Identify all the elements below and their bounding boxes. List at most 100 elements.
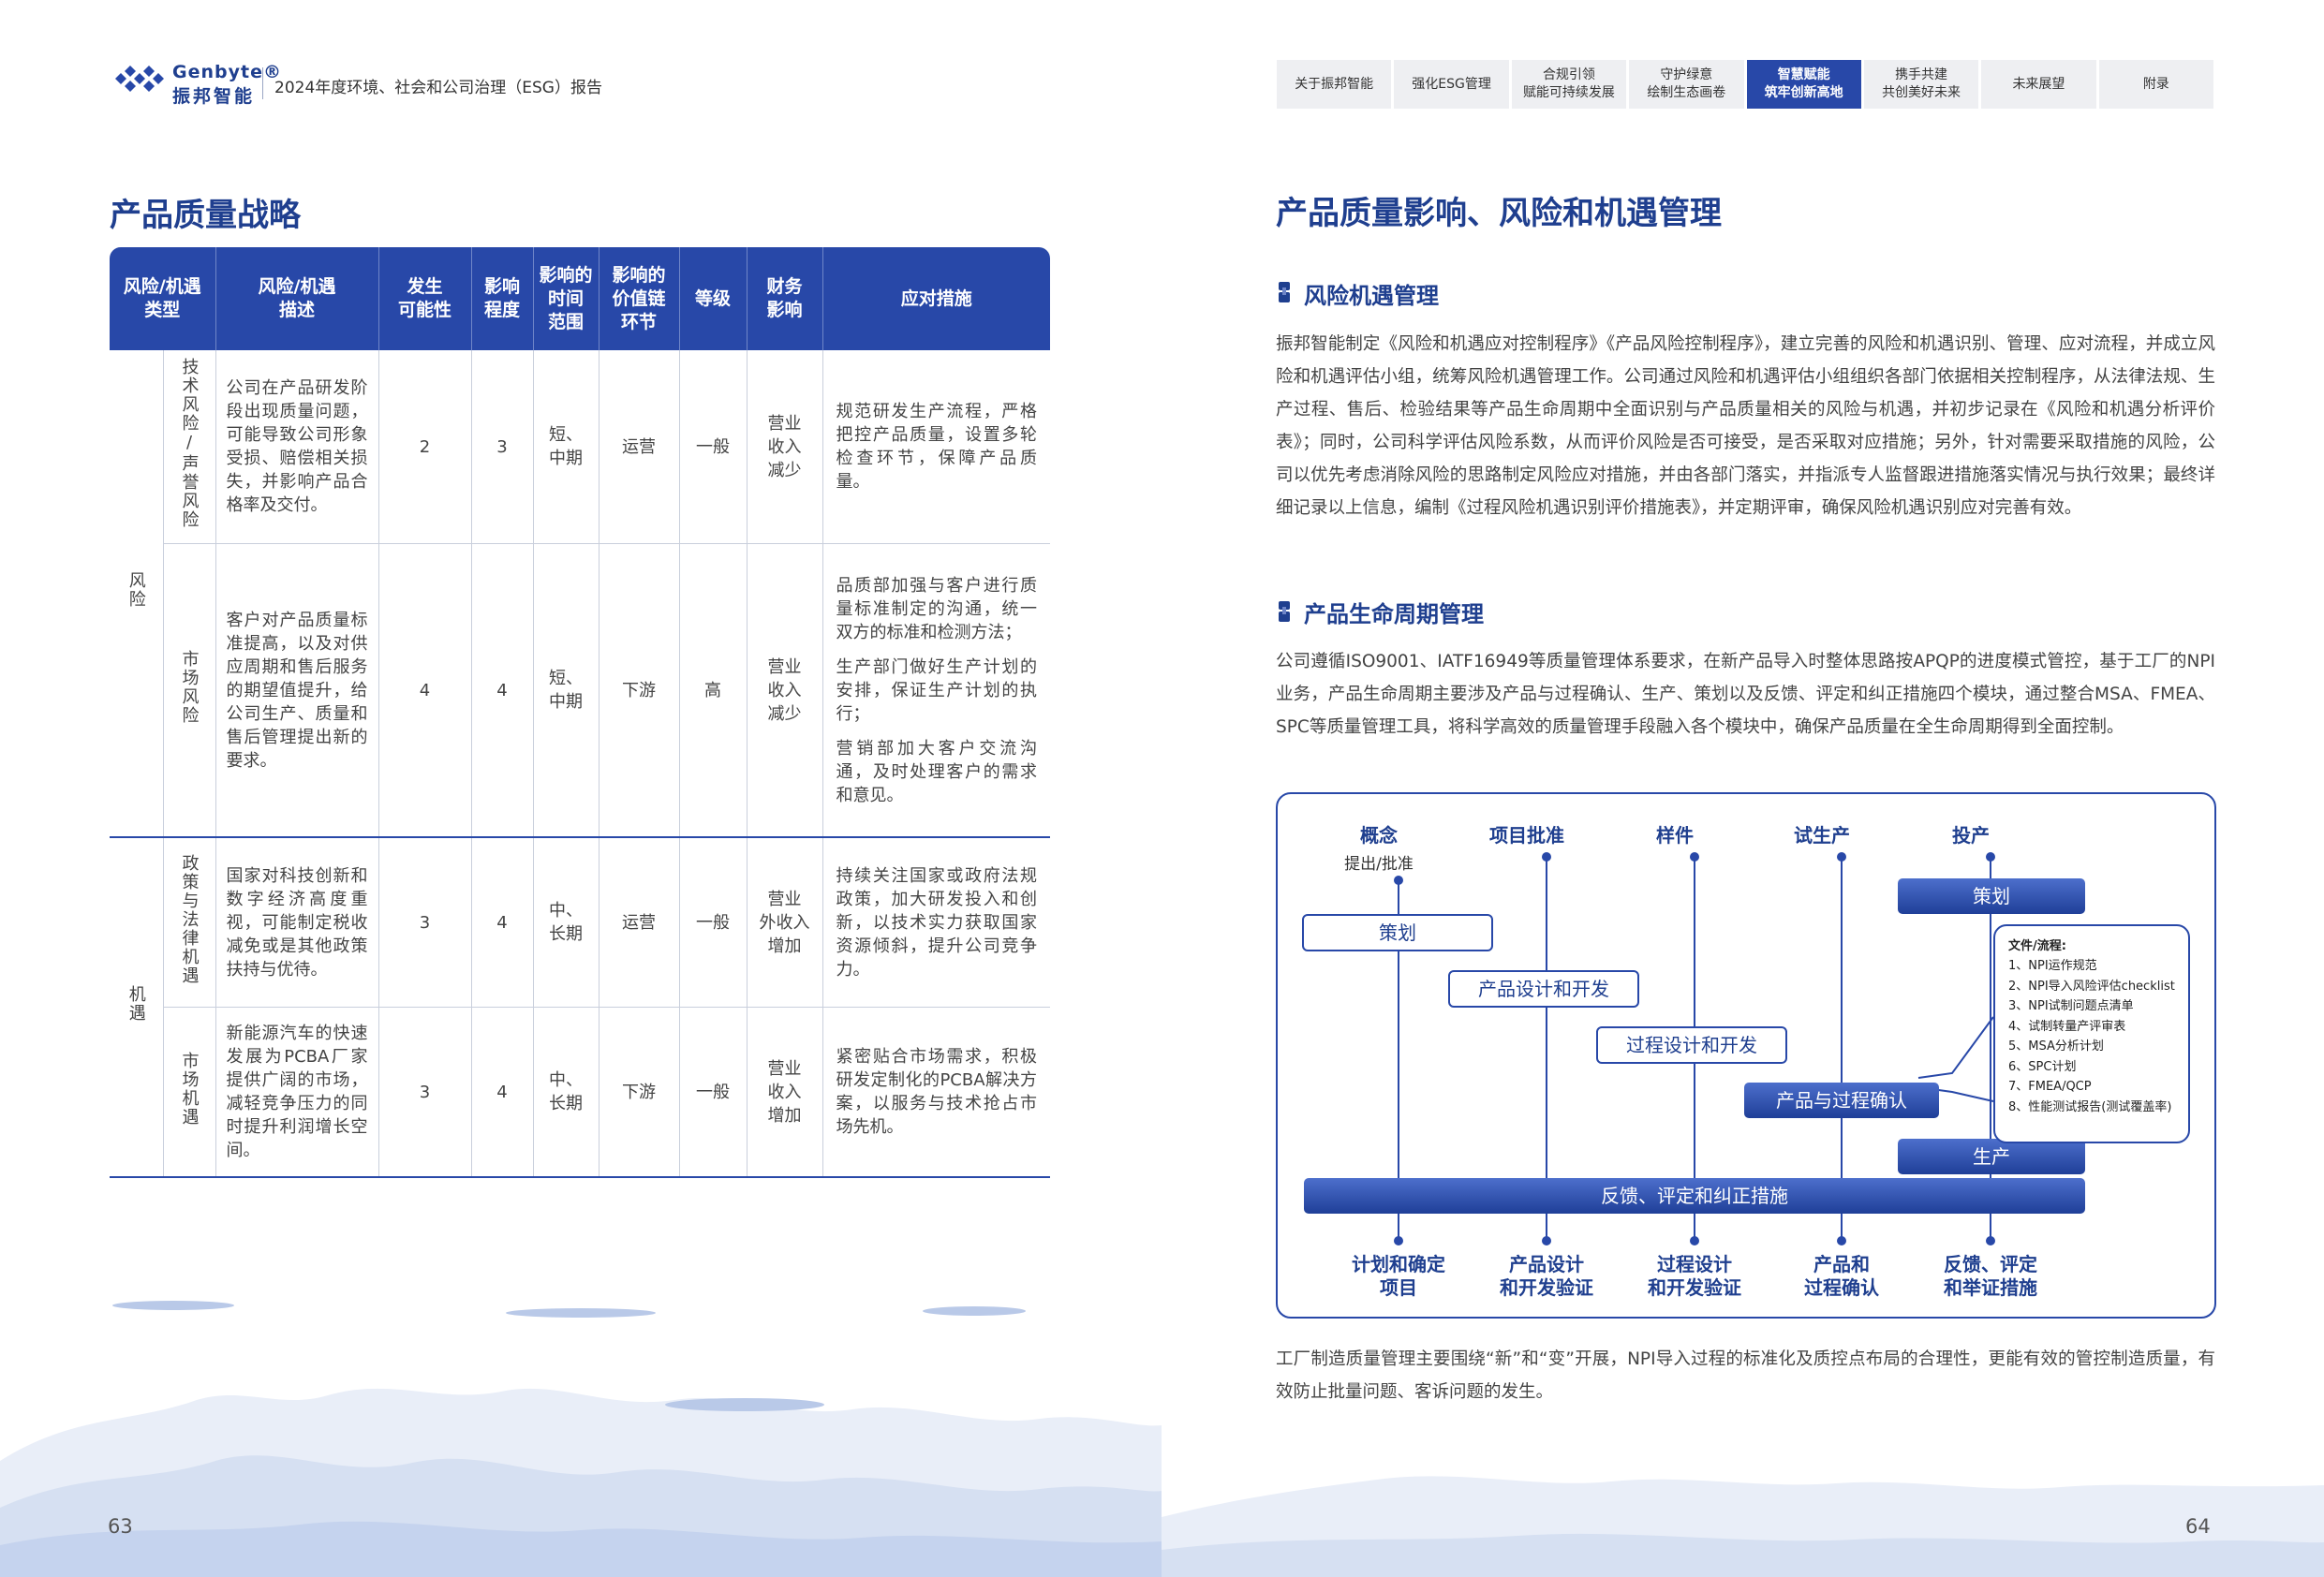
box-process-design: 过程设计和开发 <box>1596 1026 1787 1064</box>
stage-pilot: 试生产 <box>1794 824 1850 847</box>
list-item: 4、试制转量产评审表 <box>2008 1019 2126 1034</box>
section-title-lifecycle: 产品生命周期管理 <box>1304 601 1484 627</box>
risk-opportunity-table: 风险/机遇 类型 风险/机遇 描述 发生 可能性 影响 程度 影响的 时间 范围… <box>110 247 1051 1178</box>
apqp-lifecycle-diagram: 概念 项目批准 样件 试生产 投产 提出/批准 策划 产品设计和开发 过程设计和… <box>1276 792 2216 1319</box>
stage-concept: 概念 <box>1360 824 1398 847</box>
description-cell: 客户对产品质量标准提高，以及对供应周期和售后服务的期望值提升，给公司生产、质量和… <box>215 543 379 838</box>
list-item: 7、FMEA/QCP <box>2008 1080 2092 1094</box>
footer-label-3: 过程设计和开发验证 <box>1648 1253 1741 1299</box>
impact-cell: 4 <box>471 543 534 838</box>
list-item: 2、NPI导入风险评估checklist <box>2008 979 2175 994</box>
section-title-risk: 风险机遇管理 <box>1304 283 1439 309</box>
header-impact: 影响 程度 <box>471 247 534 350</box>
table-row: 市场机遇 新能源汽车的快速发展为PCBA厂家提供广阔的市场，减轻竞争压力的同时提… <box>110 1007 1051 1178</box>
timeline-dot <box>1837 852 1846 862</box>
box-product-process-confirm: 产品与过程确认 <box>1744 1083 1939 1118</box>
level-cell: 高 <box>679 543 748 838</box>
chain-cell: 运营 <box>599 837 680 1008</box>
finance-cell: 营业 收入 减少 <box>747 350 823 544</box>
stage-prototype: 样件 <box>1656 824 1694 847</box>
likelihood-cell: 3 <box>378 1007 472 1178</box>
documents-title: 文件/流程: <box>2008 939 2066 953</box>
impact-cell: 3 <box>471 350 534 544</box>
list-item: 6、SPC计划 <box>2008 1059 2077 1074</box>
subtype-cell: 技术风险/声誉风险 <box>163 350 216 544</box>
timeline-dot <box>1542 1236 1551 1245</box>
nav-tab-environment[interactable]: 守护绿意绘制生态画卷 <box>1629 60 1744 109</box>
list-item: 1、NPI运作规范 <box>2008 959 2097 973</box>
stage-concept-sub: 提出/批准 <box>1344 855 1414 874</box>
report-title: 2024年度环境、社会和公司治理（ESG）报告 <box>274 79 602 97</box>
footer-label-2: 产品设计和开发验证 <box>1500 1253 1593 1299</box>
subtype-cell: 市场机遇 <box>163 1007 216 1178</box>
nav-tab-outlook[interactable]: 未来展望 <box>1981 60 2096 109</box>
stage-approval: 项目批准 <box>1489 824 1564 847</box>
brand-logo <box>108 60 286 107</box>
level-cell: 一般 <box>679 1007 748 1178</box>
chain-cell: 运营 <box>599 350 680 544</box>
timeline-line-5 <box>1990 856 1991 1240</box>
header-level: 等级 <box>679 247 748 350</box>
header-value-chain: 影响的 价值链 环节 <box>599 247 680 350</box>
box-product-design: 产品设计和开发 <box>1448 970 1639 1008</box>
header-type: 风险/机遇 类型 <box>110 247 216 350</box>
timeline-dot <box>1542 852 1551 862</box>
description-cell: 国家对科技创新和数字经济高度重视，可能制定税收减免或是其他政策扶持与优待。 <box>215 837 379 1008</box>
impact-cell: 4 <box>471 837 534 1008</box>
nav-tab-about[interactable]: 关于振邦智能 <box>1277 60 1392 109</box>
box-production: 生产 <box>1898 1139 2085 1174</box>
footer-label-5: 反馈、评定和举证措施 <box>1944 1253 2037 1299</box>
header-time-range: 影响的 时间 范围 <box>533 247 600 350</box>
header-description: 风险/机遇 描述 <box>215 247 379 350</box>
nav-tab-social[interactable]: 携手共建共创美好未来 <box>1863 60 1979 109</box>
likelihood-cell: 4 <box>378 543 472 838</box>
timeline-dot <box>1986 852 1995 862</box>
page-title-right: 产品质量影响、风险和机遇管理 <box>1276 195 1722 232</box>
finance-cell: 营业 收入 减少 <box>747 543 823 838</box>
table-row: 市场风险 客户对产品质量标准提高，以及对供应周期和售后服务的期望值提升，给公司生… <box>110 543 1051 838</box>
timeline-line-1 <box>1398 879 1399 1240</box>
measures-cell: 规范研发生产流程，严格把控产品质量，设置多轮检查环节，保障产品质量。 <box>822 350 1051 544</box>
section-bullet-icon <box>1279 282 1290 302</box>
table-row: 风险 技术风险/声誉风险 公司在产品研发阶段出现质量问题，可能导致公司形象受损、… <box>110 350 1051 838</box>
level-cell: 一般 <box>679 350 748 544</box>
likelihood-cell: 3 <box>378 837 472 1008</box>
header-divider <box>262 67 263 99</box>
timeline-dot <box>1394 1236 1403 1245</box>
timeline-dot <box>1690 852 1699 862</box>
subtype-cell: 政策与法律机遇 <box>163 837 216 1008</box>
measures-cell: 紧密贴合市场需求，积极研发定制化的PCBA解决方案，以服务与技术抢占市场先机。 <box>822 1007 1051 1178</box>
mountain-illustration-left <box>0 1301 1162 1577</box>
stage-launch: 投产 <box>1952 824 1990 847</box>
documents-callout: 文件/流程: 1、NPI运作规范 2、NPI导入风险评估checklist 3、… <box>1993 924 2190 1143</box>
description-cell: 公司在产品研发阶段出现质量问题，可能导致公司形象受损、赔偿相关损失，并影响产品合… <box>215 350 379 544</box>
finance-cell: 营业 收入 增加 <box>747 1007 823 1178</box>
page-number-left: 63 <box>108 1515 133 1538</box>
nav-tab-compliance[interactable]: 合规引领赋能可持续发展 <box>1511 60 1627 109</box>
box-planning-left: 策划 <box>1302 914 1493 951</box>
list-item: 8、性能测试报告(测试覆盖率) <box>2008 1099 2172 1114</box>
list-item: 5、MSA分析计划 <box>2008 1039 2104 1054</box>
impact-cell: 4 <box>471 1007 534 1178</box>
brand-name-cn: 振邦智能 <box>172 86 256 107</box>
timeline-dot <box>1394 876 1403 885</box>
measures-cell: 品质部加强与客户进行质量标准制定的沟通，统一双方的标准和检测方法； 生产部门做好… <box>822 543 1051 838</box>
footer-label-1: 计划和确定项目 <box>1352 1253 1445 1299</box>
risk-management-paragraph: 振邦智能制定《风险和机遇应对控制程序》《产品风险控制程序》，建立完善的风险和机遇… <box>1276 334 2215 518</box>
table-header-row: 风险/机遇 类型 风险/机遇 描述 发生 可能性 影响 程度 影响的 时间 范围… <box>110 247 1051 350</box>
nav-tab-esg-management[interactable]: 强化ESG管理 <box>1394 60 1509 109</box>
box-feedback: 反馈、评定和纠正措施 <box>1304 1178 2085 1214</box>
footer-label-4: 产品和过程确认 <box>1804 1253 1879 1299</box>
header-measures: 应对措施 <box>822 247 1051 350</box>
chain-cell: 下游 <box>599 1007 680 1178</box>
lifecycle-paragraph: 公司遵循ISO9001、IATF16949等质量管理体系要求，在新产品导入时整体… <box>1276 652 2215 737</box>
table-row: 机遇 政策与法律机遇 国家对科技创新和数字经济高度重视，可能制定税收减免或是其他… <box>110 837 1051 1178</box>
nav-tab-appendix[interactable]: 附录 <box>2098 60 2213 109</box>
brand-name-en: Genbyte® <box>172 62 282 82</box>
timeline-dot <box>1690 1236 1699 1245</box>
measures-cell: 持续关注国家或政府法规政策，加大研发投入和创新，以技术实力获取国家资源倾斜，提升… <box>822 837 1051 1008</box>
box-planning-right: 策划 <box>1898 878 2085 914</box>
nav-tab-innovation[interactable]: 智慧赋能筑牢创新高地 <box>1746 60 1861 109</box>
group-risk: 风险 <box>110 350 164 838</box>
timeline-line-2 <box>1546 856 1547 1240</box>
